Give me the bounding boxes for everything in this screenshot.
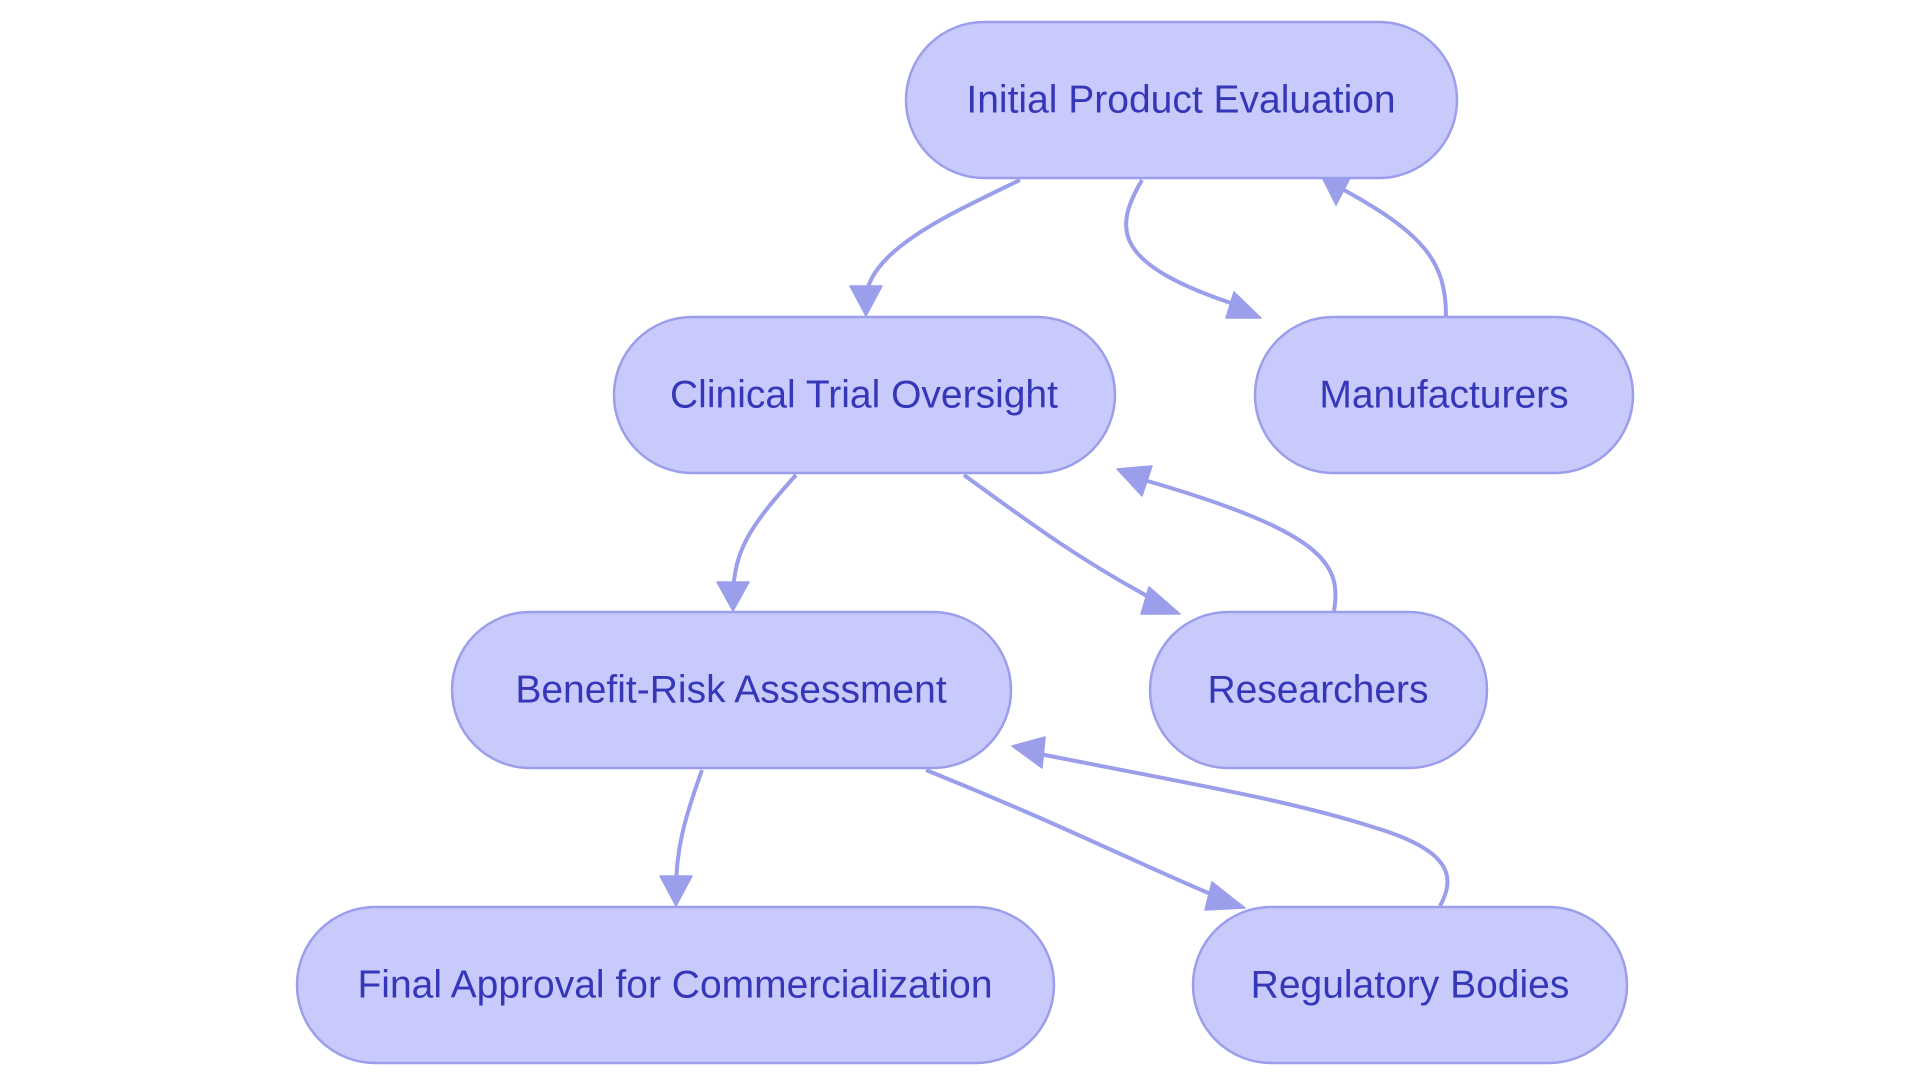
edge-regulatory-to-benefit <box>1039 752 1450 907</box>
node-shape <box>904 20 1459 180</box>
node-researchers: Researchers <box>1148 610 1489 770</box>
edge-benefit-to-regulatory <box>925 768 1221 900</box>
node-regulatory-bodies: Regulatory Bodies <box>1191 905 1629 1065</box>
edge-initial-to-manufacturers <box>1124 178 1241 308</box>
node-initial-product-evaluation: Initial Product Evaluation <box>904 20 1459 180</box>
node-label: Final Approval for Commercialization <box>357 964 992 1007</box>
edges <box>659 176 1450 911</box>
node-shape <box>612 315 1117 475</box>
node-manufacturers: Manufacturers <box>1253 315 1635 475</box>
edge-clinical-to-researchers <box>962 473 1159 604</box>
node-benefit-risk-assessment: Benefit-Risk Assessment <box>450 610 1013 770</box>
edge-manufacturers-to-initial <box>1343 188 1448 317</box>
node-shape <box>295 905 1056 1065</box>
node-label: Benefit-Risk Assessment <box>515 669 946 712</box>
node-shape <box>1191 905 1629 1065</box>
node-label: Clinical Trial Oversight <box>670 374 1058 417</box>
edge-clinical-to-benefit <box>731 473 798 597</box>
arrow-initial-to-clinical <box>849 285 883 317</box>
node-shape <box>1253 315 1635 475</box>
edge-benefit-to-final <box>674 769 704 891</box>
node-label: Initial Product Evaluation <box>966 79 1395 122</box>
node-shape <box>450 610 1013 770</box>
node-clinical-trial-oversight: Clinical Trial Oversight <box>612 315 1117 475</box>
arrow-clinical-to-researchers <box>1140 586 1181 615</box>
arrow-researchers-to-clinical <box>1116 465 1153 497</box>
arrow-benefit-to-regulatory <box>1204 881 1246 911</box>
node-final-approval-for-commercialization: Final Approval for Commercialization <box>295 905 1056 1065</box>
node-label: Researchers <box>1207 669 1428 712</box>
node-label: Manufacturers <box>1319 374 1568 417</box>
arrow-benefit-to-final <box>659 875 693 907</box>
edge-initial-to-clinical <box>863 178 1021 303</box>
arrow-initial-to-manufacturers <box>1225 291 1262 319</box>
edge-researchers-to-clinical <box>1143 478 1338 612</box>
arrow-regulatory-to-benefit <box>1011 736 1046 769</box>
node-label: Regulatory Bodies <box>1251 964 1570 1007</box>
arrow-clinical-to-benefit <box>716 581 750 612</box>
node-shape <box>1148 610 1489 770</box>
